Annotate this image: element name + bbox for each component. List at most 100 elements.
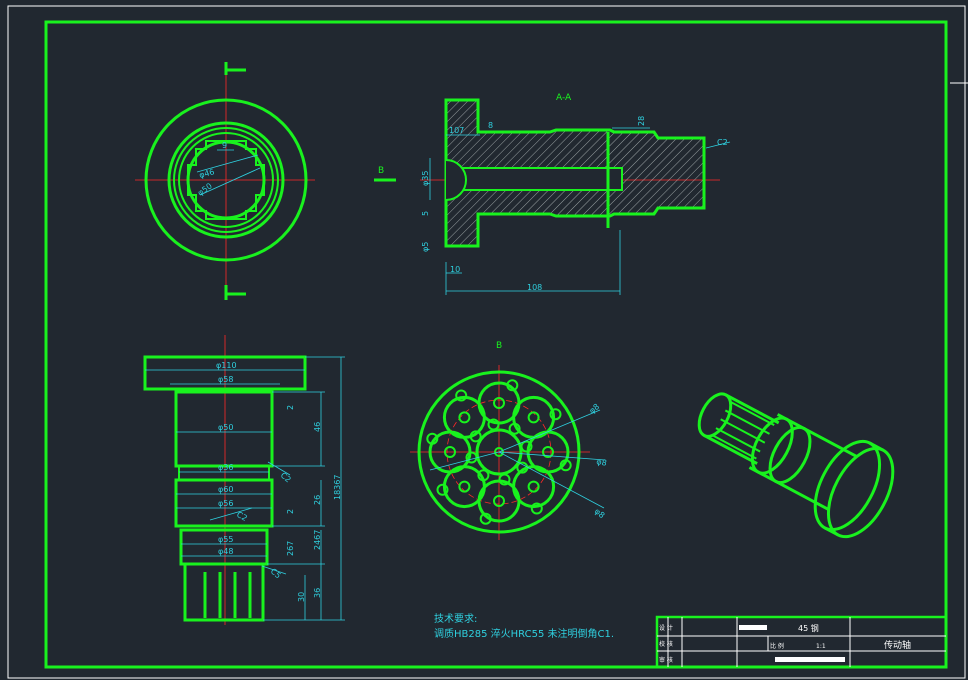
dim-2467: 2467 <box>313 530 322 550</box>
b-small-hole <box>559 459 572 472</box>
tb-row3: 审 核 <box>659 656 673 664</box>
tech-body: 调质HB285 淬火HRC55 未注明倒角C1. <box>434 627 614 640</box>
b-large-hole-center <box>527 480 540 493</box>
b-large-hole-center <box>444 446 456 458</box>
chamfer-leader-1 <box>267 461 291 476</box>
b-small-hole <box>520 440 533 453</box>
dim-phi48: φ48 <box>218 547 233 556</box>
tb-scale-label: 比 例 <box>770 642 784 650</box>
side-view: φ110 φ58 φ50 φ36 φ60 φ56 φ55 φ48 18367 4… <box>143 335 345 625</box>
tb-material: 45 钢 <box>798 623 819 633</box>
b-small-holes <box>426 379 572 525</box>
title-block-frame <box>655 615 948 669</box>
b-center-hole <box>475 428 523 476</box>
b-small-hole <box>549 408 562 421</box>
section-view: A-A B 108 10 107 8 28 C2 φ35 5 φ5 <box>374 93 731 295</box>
iso-spline-teeth <box>711 400 775 460</box>
view-b-label: B <box>496 341 502 351</box>
b-large-hole-center <box>493 495 505 507</box>
front-view: φ46 φ50 9 <box>135 62 315 300</box>
side-spline <box>183 562 265 622</box>
section-bore <box>445 167 623 191</box>
dim-phi5: φ5 <box>421 242 430 252</box>
b-small-hole <box>506 379 519 392</box>
dim-phi58: φ58 <box>218 375 233 384</box>
iso-spline-body <box>703 393 780 465</box>
iso-shoulder <box>768 425 812 485</box>
b-large-hole-center <box>493 397 505 409</box>
dim-leader-phi46 <box>196 154 259 173</box>
dim-phi110: φ110 <box>216 361 237 370</box>
section-label: A-A <box>556 93 572 103</box>
dim-267: 267 <box>286 541 295 556</box>
b-large-hole-center <box>458 411 471 424</box>
shaft-circle-1 <box>173 127 279 233</box>
dim-phi35: φ35 <box>421 171 430 186</box>
tb-row1: 设 计 <box>659 624 673 632</box>
b-small-hole <box>477 469 490 482</box>
b-large-hole-center <box>458 480 471 493</box>
section-outline <box>444 98 706 248</box>
b-dim-leader-2 <box>498 451 606 461</box>
dim-9: 9 <box>222 141 227 150</box>
b-small-hole <box>426 432 439 445</box>
tb-row2: 校 核 <box>659 640 673 648</box>
b-large-hole-center <box>542 446 554 458</box>
b-small-hole <box>469 430 482 443</box>
dim-28: 28 <box>637 116 646 126</box>
tb-part-name: 传动轴 <box>884 639 911 651</box>
chamfer-leader-3 <box>261 565 287 575</box>
b-dim-leader-1 <box>498 409 601 453</box>
b-small-hole <box>508 422 521 435</box>
b-small-hole <box>455 389 468 402</box>
dim-leader-phi50 <box>199 167 261 196</box>
title-block: 设 计 校 核 审 核 45 钢 比 例 1:1 传动轴 <box>655 615 948 669</box>
dim-30: 30 <box>297 592 306 602</box>
dim-c2-side: C2 <box>279 471 293 485</box>
dim-2b: 2 <box>286 509 295 514</box>
sheet-outer-border <box>7 5 966 679</box>
dim-c2-leader <box>705 141 731 149</box>
isometric-view <box>697 392 895 539</box>
chamfer-leader-2 <box>209 507 253 521</box>
tb-scale-value: 1:1 <box>816 643 826 650</box>
dim-5: 5 <box>421 211 430 216</box>
dim-8: 8 <box>488 121 493 130</box>
dim-26: 26 <box>313 495 322 505</box>
dim-phi60: φ60 <box>218 485 233 494</box>
dim-phi46: φ46 <box>198 167 215 180</box>
view-b: B φ8 φ8 φ8 <box>410 341 607 540</box>
b-outer-circle <box>417 370 581 534</box>
b-dim-1: φ8 <box>588 402 602 416</box>
view-b-arrow-label: B <box>378 166 384 176</box>
tb-redacted-2 <box>775 657 845 662</box>
dim-phi56: φ56 <box>218 499 233 508</box>
b-large-hole-center <box>527 411 540 424</box>
dim-c2: C2 <box>717 138 728 147</box>
b-small-hole <box>436 483 449 496</box>
side-flange <box>143 355 307 391</box>
b-small-hole <box>530 502 543 515</box>
iso-flange-bottom <box>824 526 839 537</box>
b-pitch-circle <box>446 399 552 505</box>
dim-2a: 2 <box>286 405 295 410</box>
section-spherical-recess <box>445 159 467 201</box>
iso-flange-top <box>869 441 884 452</box>
dim-phi36: φ36 <box>218 463 233 472</box>
flange-circle <box>144 98 308 262</box>
spline-teeth <box>187 140 265 220</box>
b-small-hole <box>516 461 529 474</box>
b-small-hole <box>479 512 492 525</box>
dim-phi55: φ55 <box>218 535 233 544</box>
b-large-hole <box>442 395 486 439</box>
dim-phi50: φ50 <box>196 181 214 197</box>
tb-redacted-1 <box>739 625 767 630</box>
dim-36: 36 <box>313 588 322 598</box>
b-small-hole <box>487 418 500 431</box>
b-dim-leader-3 <box>498 451 605 509</box>
shoulder-circle <box>167 121 285 239</box>
b-dim-leader-4 <box>429 451 500 471</box>
b-small-hole <box>498 473 511 486</box>
shaft-circle-2 <box>178 132 274 228</box>
